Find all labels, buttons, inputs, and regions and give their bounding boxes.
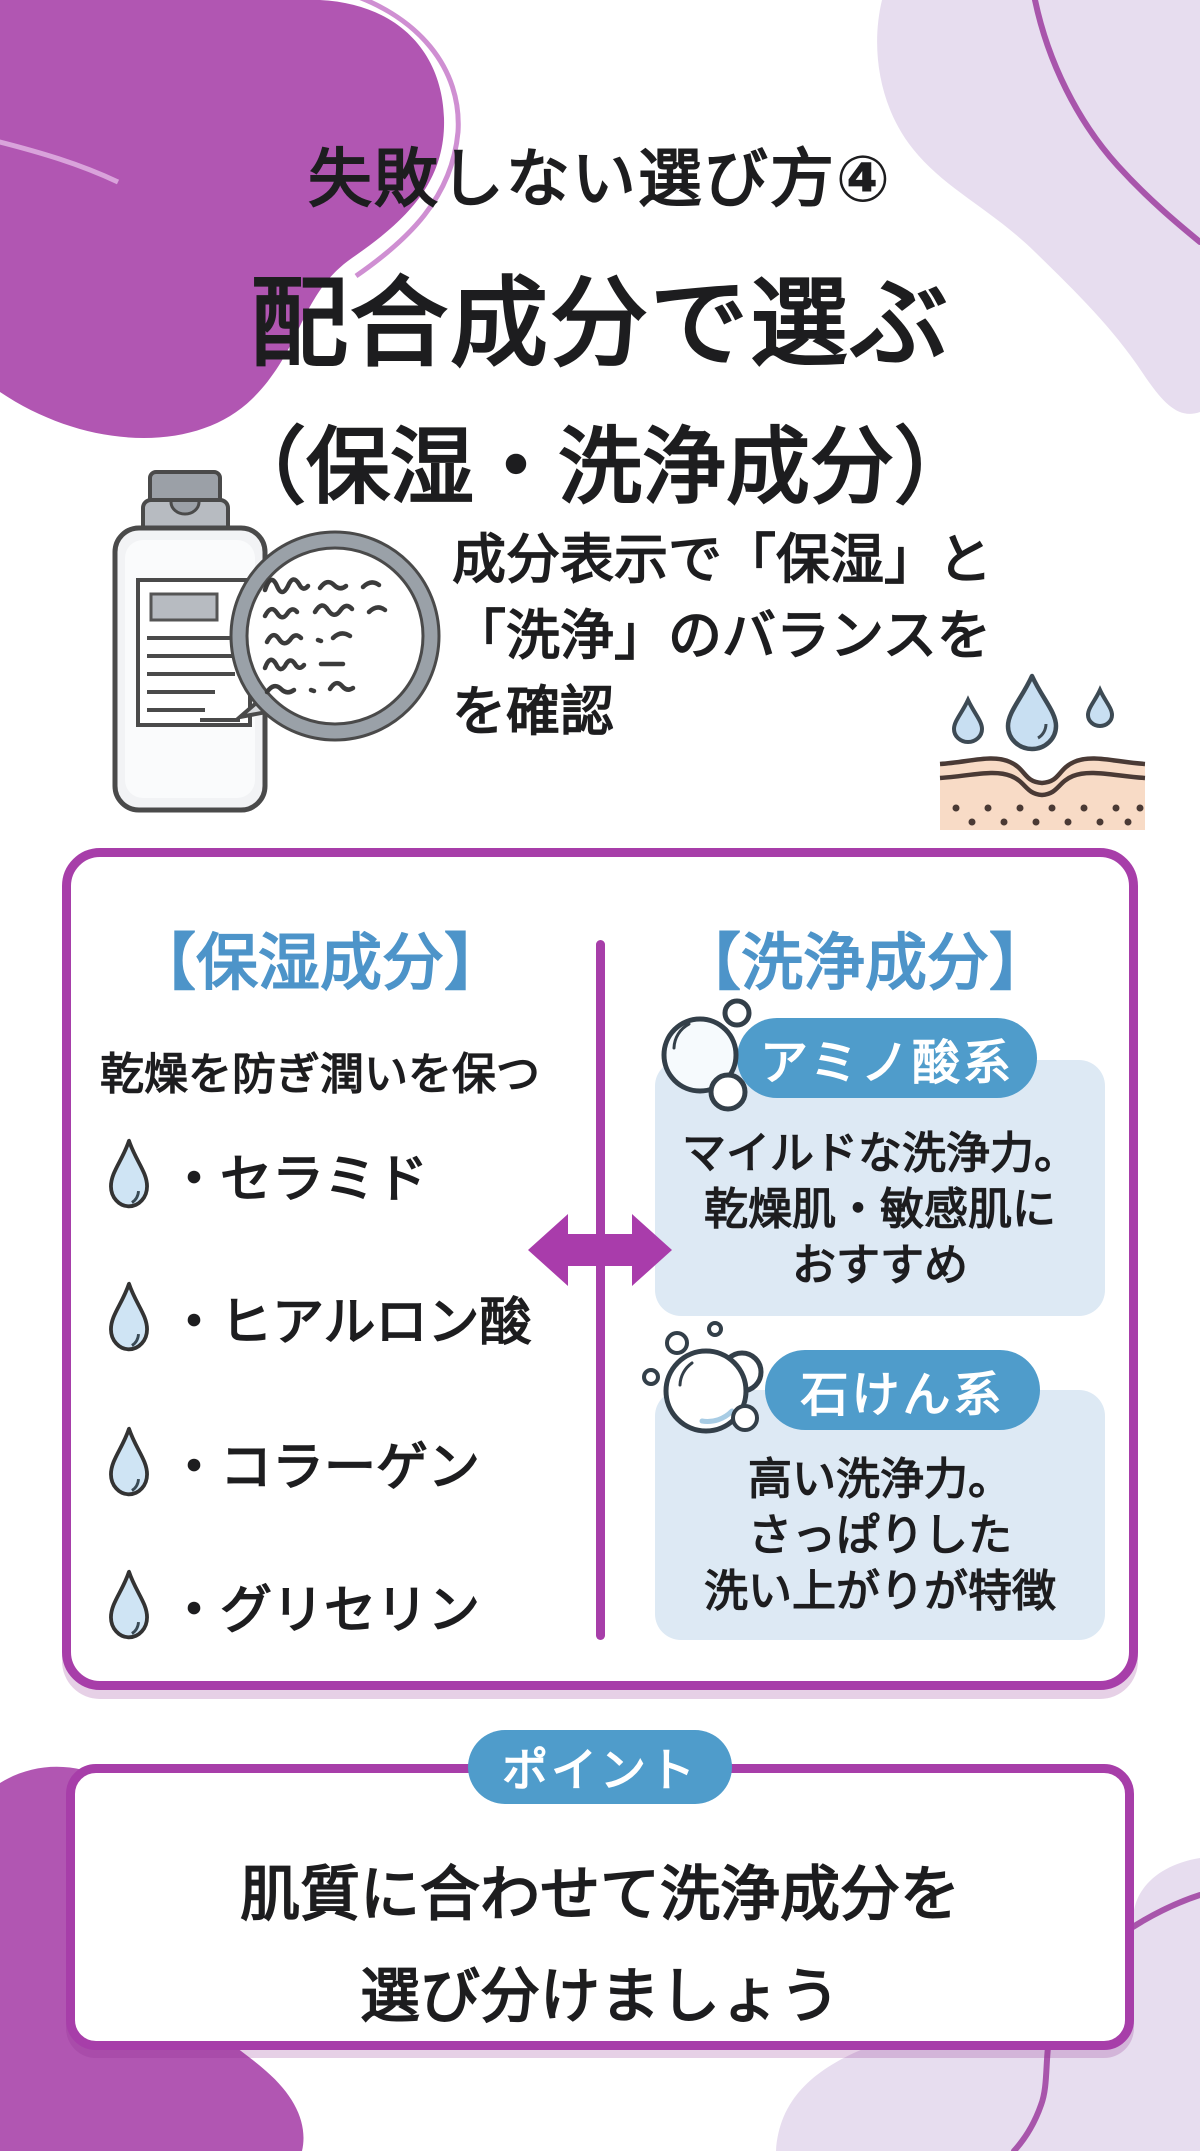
list-item: ・セラミド [100, 1136, 428, 1212]
bubbles-icon [661, 998, 752, 1112]
title-block: 失敗しない選び方④ 配合成分で選ぶ （保湿・洗浄成分） [0, 128, 1200, 521]
list-item-label: ・ヒアルロン酸 [168, 1293, 532, 1352]
double-arrow-icon [528, 1214, 672, 1286]
page-subtitle: （保湿・洗浄成分） [221, 420, 978, 514]
water-drop-icon [109, 1569, 149, 1640]
intro-line-2: 「洗浄」のバランスを [452, 606, 991, 666]
water-drop-icon [109, 1281, 149, 1352]
card-text-line: 高い洗浄力。 [748, 1455, 1012, 1504]
point-line-1: 肌質に合わせて洗浄成分を [240, 1861, 960, 1928]
soap-badge: 石けん系 [765, 1350, 1040, 1430]
card-text-line: おすすめ [792, 1241, 968, 1290]
cleansing-header: 【洗浄成分】 [678, 929, 1051, 998]
point-badge: ポイント [468, 1730, 732, 1804]
page-title: 配合成分で選ぶ [249, 268, 950, 378]
card-text-line: さっぱりした [748, 1511, 1012, 1560]
card-text-line: 乾燥肌・敏感肌に [704, 1185, 1056, 1234]
moisturizing-subtitle: 乾燥を防ぎ潤いを保つ [100, 1050, 540, 1099]
card-text-line: 洗い上がりが特徴 [704, 1567, 1056, 1616]
skin-moisture-icon [939, 673, 1146, 830]
point-line-2: 選び分けましょう [360, 1963, 840, 2030]
list-item-label: ・グリセリン [168, 1581, 481, 1640]
moisturizing-header: 【保湿成分】 [133, 929, 506, 998]
cleansing-card-soap: 高い洗浄力。 さっぱりした 洗い上がりが特徴 [655, 1390, 1105, 1640]
card-text-line: マイルドな洗浄力。 [682, 1129, 1078, 1178]
list-item: ・ヒアルロン酸 [100, 1279, 531, 1355]
panel-divider [596, 940, 605, 1640]
soap-foam-icon [642, 1321, 764, 1434]
title-step-label: 失敗しない選び方④ [307, 143, 893, 215]
list-item: ・コラーゲン [100, 1424, 480, 1500]
water-drop-icon [109, 1426, 149, 1497]
list-item-label: ・セラミド [168, 1150, 429, 1209]
decor-blob-top-right [877, 0, 1200, 414]
point-text: 肌質に合わせて洗浄成分を 選び分けましょう [66, 1844, 1134, 2048]
bottle-magnifier-icon [112, 470, 441, 813]
amino-badge: アミノ酸系 [737, 1018, 1037, 1098]
list-item-label: ・コラーゲン [168, 1438, 481, 1497]
decor-blob-top-left [0, 0, 461, 438]
water-drop-icon [109, 1138, 149, 1209]
intro-line-3: を確認 [452, 682, 614, 742]
intro-line-1: 成分表示で「保湿」と [452, 530, 992, 590]
intro-text: 成分表示で「保湿」と 「洗浄」のバランスを を確認 [452, 522, 1092, 750]
list-item: ・グリセリン [100, 1567, 480, 1643]
